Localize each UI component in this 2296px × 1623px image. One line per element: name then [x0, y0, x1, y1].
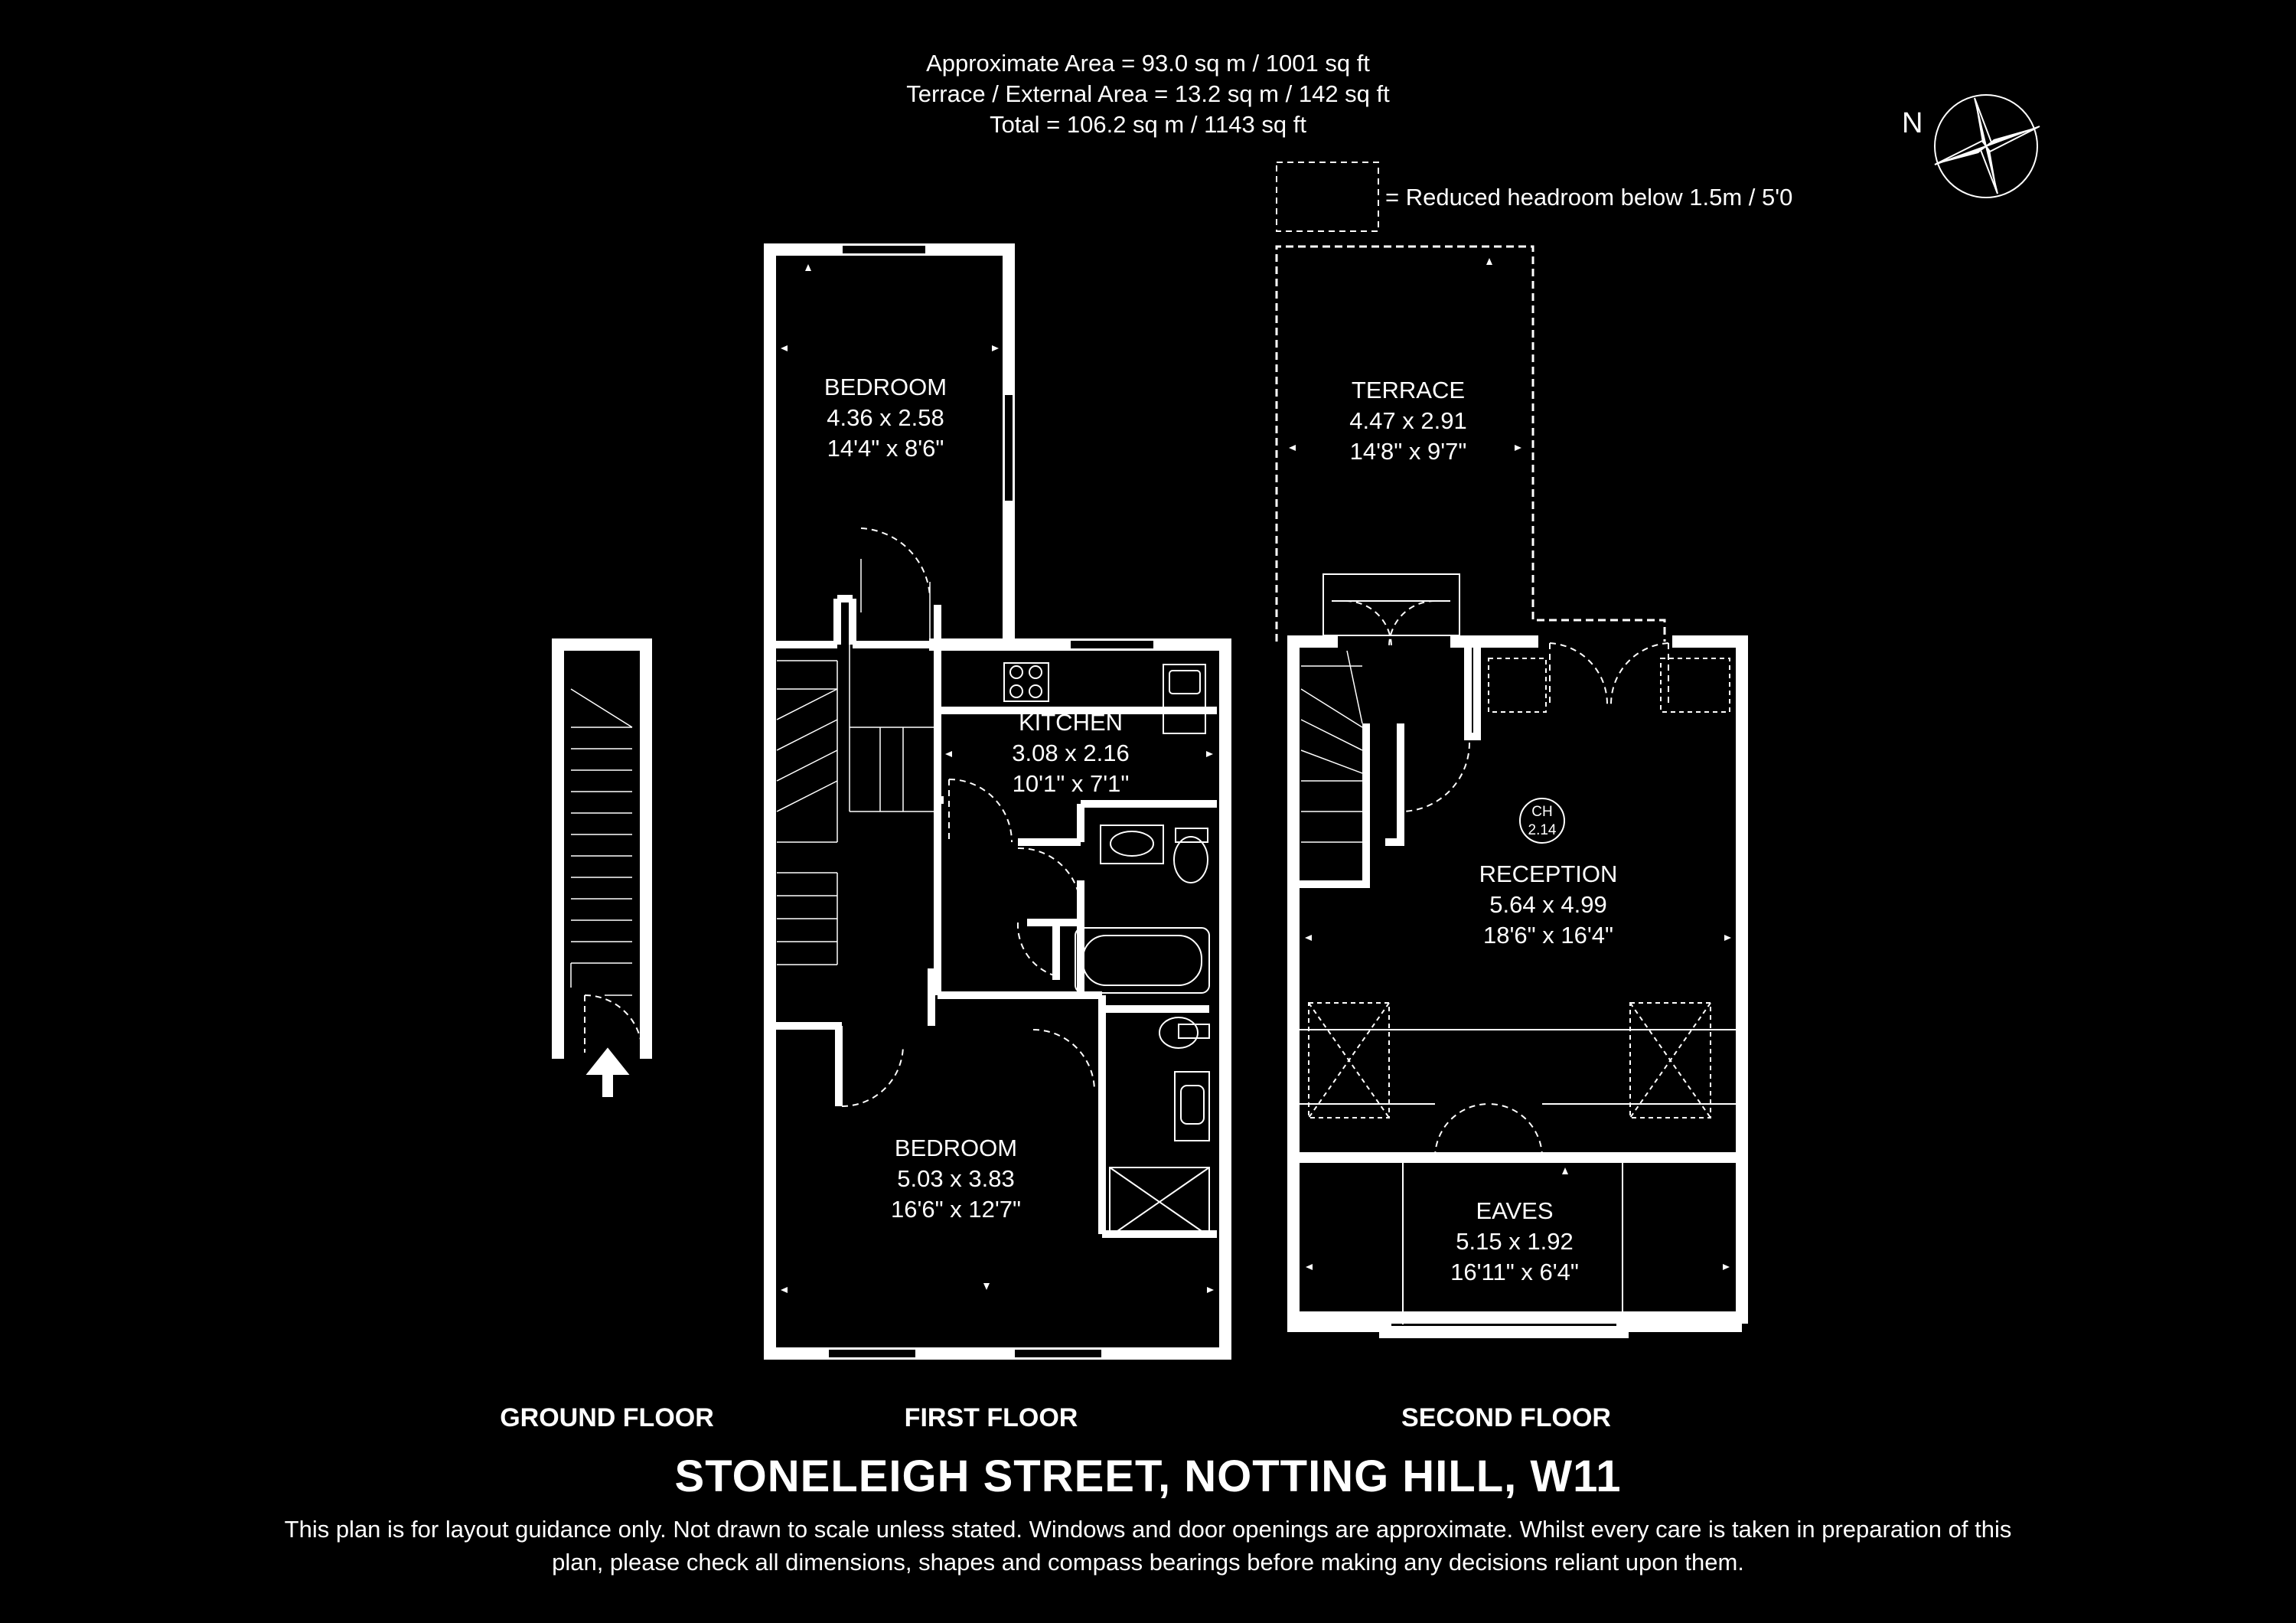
room-name: EAVES: [1476, 1197, 1554, 1224]
room-imperial: 14'4" x 8'6": [827, 435, 944, 462]
ceiling-height-value: 2.14: [1528, 822, 1557, 838]
room-metric: 4.36 x 2.58: [827, 404, 944, 431]
floor-label-first: FIRST FLOOR: [904, 1403, 1078, 1432]
terrace-outline: [1275, 245, 1666, 642]
floor-label-second: SECOND FLOOR: [1401, 1403, 1611, 1432]
room-metric: 5.15 x 1.92: [1456, 1228, 1574, 1255]
room-label-bedroom-first-upper: BEDROOM 4.36 x 2.58 14'4" x 8'6": [824, 372, 947, 464]
room-metric: 5.03 x 3.83: [897, 1165, 1015, 1192]
room-label-reception: RECEPTION 5.64 x 4.99 18'6" x 16'4": [1479, 859, 1618, 951]
room-name: KITCHEN: [1018, 709, 1124, 736]
first-floor-stairs: [776, 559, 938, 965]
room-label-terrace: TERRACE 4.47 x 2.91 14'8" x 9'7": [1349, 375, 1466, 467]
first-floor-fixtures: [1003, 662, 1210, 1237]
ceiling-height-badge: CH 2.14: [1519, 798, 1565, 844]
second-floor-structures: [1293, 658, 1742, 1324]
room-imperial: 16'6" x 12'7": [890, 1196, 1022, 1223]
room-name: RECEPTION: [1479, 860, 1618, 887]
room-imperial: 14'8" x 9'7": [1349, 438, 1467, 465]
entrance-door-swing: [584, 994, 643, 1053]
room-imperial: 18'6" x 16'4": [1482, 922, 1614, 949]
room-imperial: 16'11" x 6'4": [1450, 1259, 1579, 1285]
compass-north-label: N: [1902, 107, 1923, 139]
disclaimer-line-1: This plan is for layout guidance only. N…: [284, 1516, 2012, 1543]
second-floor-plan: [781, 162, 1748, 1338]
room-name: BEDROOM: [823, 374, 947, 400]
reduced-headroom-legend-text: = Reduced headroom below 1.5m / 5'0: [1385, 184, 1793, 211]
floor-label-ground: GROUND FLOOR: [500, 1403, 714, 1432]
first-floor-plan: [764, 243, 1231, 1360]
room-metric: 4.47 x 2.91: [1349, 407, 1467, 434]
first-floor-internal-walls: [770, 595, 1217, 1238]
first-floor-door-swings: [841, 527, 1095, 1107]
room-label-bedroom-first-lower: BEDROOM 5.03 x 3.83 16'6" x 12'7": [891, 1133, 1021, 1225]
disclaimer: This plan is for layout guidance only. N…: [115, 1513, 2181, 1579]
compass-rose-icon: [1934, 94, 2040, 198]
room-metric: 5.64 x 4.99: [1489, 891, 1607, 918]
entrance-arrow-icon: [585, 1047, 630, 1097]
second-floor-stairs: [1300, 650, 1363, 843]
property-title: STONELEIGH STREET, NOTTING HILL, W11: [674, 1452, 1622, 1501]
reduced-headroom-legend-box: [1276, 162, 1379, 232]
ground-floor-stairs: [570, 688, 633, 996]
room-metric: 3.08 x 2.16: [1012, 740, 1130, 766]
ceiling-height-label: CH: [1531, 804, 1553, 820]
total-area-text: Total = 106.2 sq m / 1143 sq ft: [990, 111, 1306, 138]
room-name: BEDROOM: [894, 1135, 1018, 1161]
approx-area-text: Approximate Area = 93.0 sq m / 1001 sq f…: [926, 50, 1370, 77]
room-label-kitchen: KITCHEN 3.08 x 2.16 10'1" x 7'1": [1012, 707, 1129, 799]
first-floor-windows: [827, 244, 1155, 1359]
ground-floor-plan: [552, 638, 652, 1059]
room-label-eaves: EAVES 5.15 x 1.92 16'11" x 6'4": [1450, 1196, 1579, 1288]
dimension-arrows: [781, 258, 1731, 1321]
terrace-area-text: Terrace / External Area = 13.2 sq m / 14…: [906, 80, 1390, 107]
second-floor-door-swings: [1400, 642, 1669, 1158]
room-imperial: 10'1" x 7'1": [1012, 770, 1130, 797]
disclaimer-line-2: plan, please check all dimensions, shape…: [552, 1549, 1744, 1576]
room-name: TERRACE: [1351, 377, 1466, 403]
